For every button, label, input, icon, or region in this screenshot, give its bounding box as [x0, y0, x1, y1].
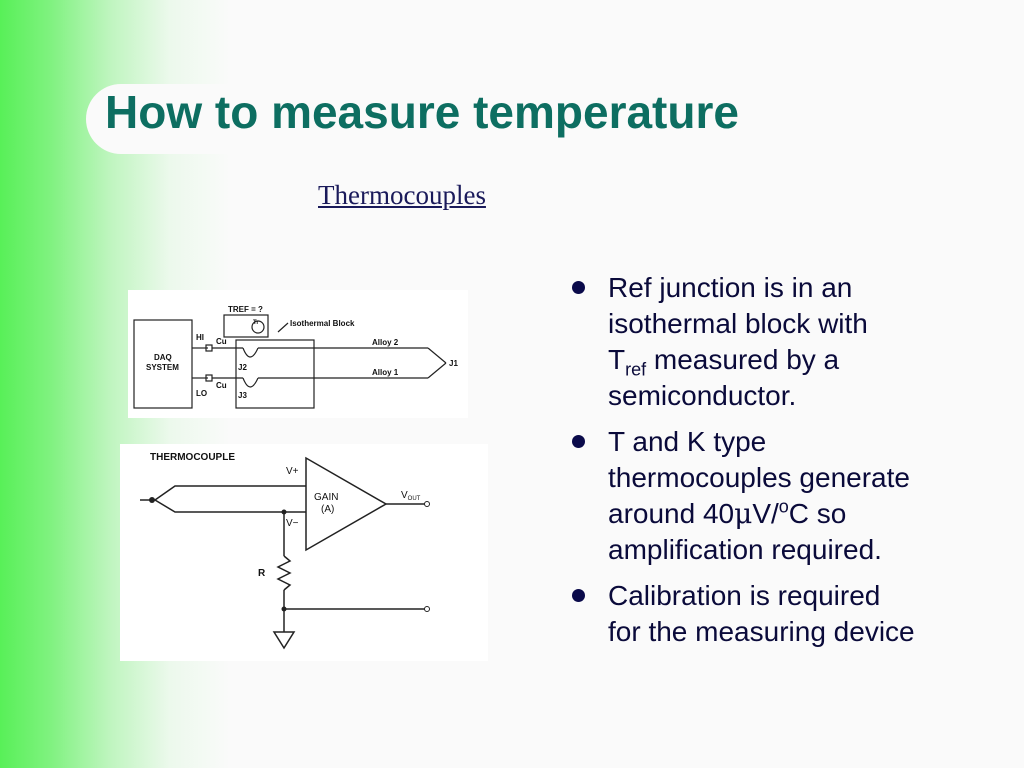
- vout-sub: OUT: [408, 496, 421, 502]
- j1-top: [427, 347, 447, 364]
- j3-label: J3: [238, 391, 247, 400]
- vout-terminal: [424, 501, 430, 507]
- slide-subtitle: Thermocouples: [318, 180, 486, 210]
- bullet-dot: [572, 435, 585, 448]
- vminus-label: V−: [286, 518, 299, 529]
- alloy2-label: Alloy 2: [372, 338, 399, 347]
- node-dot-2: [281, 606, 287, 612]
- bullet-item: Ref junction is in an isothermal block w…: [568, 270, 1008, 414]
- daq-box: [133, 319, 193, 409]
- tref-label: TREF = ?: [228, 305, 263, 314]
- alloy1-label: Alloy 1: [372, 368, 399, 377]
- hi-label: HI: [196, 333, 204, 342]
- j2-junction: [242, 347, 259, 358]
- bullet-item: Calibration is required for the measurin…: [568, 578, 1008, 650]
- j3-junction: [242, 377, 259, 388]
- node-dot-1: [281, 509, 287, 515]
- daq-label-1: DAQ: [154, 353, 172, 362]
- cu-label-1: Cu: [216, 337, 227, 346]
- tref-box: [223, 314, 269, 338]
- tr-label: Tr: [253, 320, 259, 326]
- thermocouple-label: THERMOCOUPLE: [150, 452, 235, 463]
- title-band: [86, 84, 686, 154]
- tc-wire-top: [154, 485, 295, 501]
- isothermal-block-diagram: TREF = ? Isothermal Block Tr DAQ SYSTEM …: [128, 290, 468, 418]
- r-label: R: [258, 568, 266, 579]
- gain-a-label: (A): [321, 504, 334, 515]
- lo-label: LO: [196, 389, 207, 398]
- iso-block-pointer: [277, 322, 289, 333]
- cu-label-2: Cu: [216, 381, 227, 390]
- op-amp: [305, 456, 388, 552]
- iso-block-box: [235, 339, 315, 409]
- bullet-dot: [572, 589, 585, 602]
- bullet-item: T and K type thermocouples generate arou…: [568, 424, 1008, 568]
- vout-label: VOUT: [401, 490, 421, 502]
- tref-sensor: [251, 320, 265, 334]
- gain-label: GAIN: [314, 492, 338, 503]
- iso-block-label: Isothermal Block: [290, 319, 355, 328]
- j1-bottom: [427, 362, 447, 379]
- j2-label: J2: [238, 363, 247, 372]
- ground-symbol: [272, 631, 296, 650]
- vplus-label: V+: [286, 466, 299, 477]
- tc-junction-dot: [149, 497, 155, 503]
- resistor: [276, 555, 292, 591]
- amplifier-circuit-diagram: THERMOCOUPLE V+ V− GAIN (A) VOUT R: [120, 444, 488, 661]
- daq-label-2: SYSTEM: [146, 363, 179, 372]
- amplifier-circuit-svg: THERMOCOUPLE V+ V− GAIN (A) VOUT R: [140, 452, 430, 650]
- j1-label: J1: [449, 359, 458, 368]
- vout-v: V: [401, 490, 408, 501]
- tc-wire-bottom: [154, 499, 295, 513]
- slide-title: How to measure temperature: [105, 86, 739, 138]
- bullet-list: Ref junction is in an isothermal block w…: [568, 270, 1008, 660]
- gnd-terminal: [424, 606, 430, 612]
- isothermal-block-svg: TREF = ? Isothermal Block Tr DAQ SYSTEM …: [133, 305, 458, 409]
- bullet-dot: [572, 281, 585, 294]
